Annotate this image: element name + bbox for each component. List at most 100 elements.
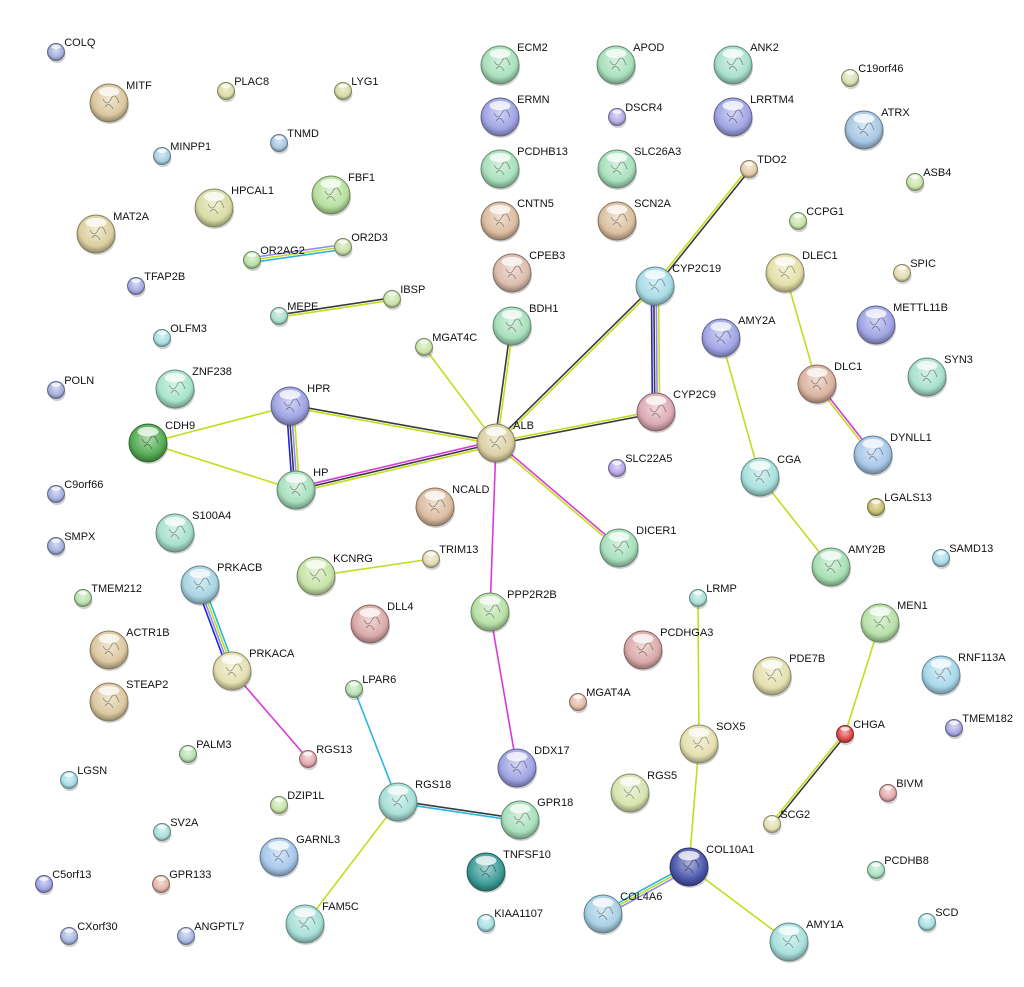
node-TNFSF10[interactable]: TNFSF10 bbox=[466, 849, 551, 894]
node-LYG1[interactable]: LYG1 bbox=[334, 76, 379, 103]
node-LGALS13[interactable]: LGALS13 bbox=[867, 492, 932, 519]
node-C19orf46[interactable]: C19orf46 bbox=[841, 63, 904, 90]
edge-CYP2C19-CYP2C9[interactable] bbox=[650, 285, 661, 413]
node-MGAT4C[interactable]: MGAT4C bbox=[415, 332, 478, 359]
node-TMEM182[interactable]: TMEM182 bbox=[945, 713, 1013, 740]
node-RGS13[interactable]: RGS13 bbox=[299, 744, 353, 771]
node-COLQ[interactable]: COLQ bbox=[47, 37, 96, 64]
edge-CDH9-HPR[interactable] bbox=[147, 405, 291, 444]
node-SCD[interactable]: SCD bbox=[918, 907, 959, 934]
edge-CHGA-SCG2[interactable] bbox=[770, 732, 847, 826]
node-DDX17[interactable]: DDX17 bbox=[497, 745, 570, 790]
node-LRRTM4[interactable]: LRRTM4 bbox=[713, 94, 794, 139]
edge-LPAR6-RGS18[interactable] bbox=[353, 688, 399, 803]
node-SMPX[interactable]: SMPX bbox=[47, 531, 97, 558]
node-PPP2R2B[interactable]: PPP2R2B bbox=[470, 589, 557, 634]
node-ACTR1B[interactable]: ACTR1B bbox=[89, 627, 170, 672]
node-MINPP1[interactable]: MINPP1 bbox=[153, 141, 212, 168]
node-CPEB3[interactable]: CPEB3 bbox=[492, 250, 565, 295]
node-CGA[interactable]: CGA bbox=[740, 454, 802, 499]
node-AMY1A[interactable]: AMY1A bbox=[769, 919, 844, 964]
node-STEAP2[interactable]: STEAP2 bbox=[89, 679, 168, 724]
node-CDH9[interactable]: CDH9 bbox=[128, 420, 195, 465]
node-SCG2[interactable]: SCG2 bbox=[763, 809, 811, 836]
node-BIVM[interactable]: BIVM bbox=[879, 778, 924, 805]
node-DZIP1L[interactable]: DZIP1L bbox=[270, 790, 325, 817]
node-SV2A[interactable]: SV2A bbox=[153, 817, 200, 844]
node-LGSN[interactable]: LGSN bbox=[60, 765, 108, 792]
node-HPCAL1[interactable]: HPCAL1 bbox=[194, 185, 274, 230]
edge-LRMP-SOX5[interactable] bbox=[697, 597, 700, 745]
node-DYNLL1[interactable]: DYNLL1 bbox=[853, 432, 932, 477]
edge-OR2AG2-OR2D3[interactable] bbox=[251, 243, 344, 264]
node-DLC1[interactable]: DLC1 bbox=[797, 361, 862, 406]
node-GARNL3[interactable]: GARNL3 bbox=[259, 834, 340, 879]
node-NCALD[interactable]: NCALD bbox=[415, 484, 489, 529]
node-SLC22A5[interactable]: SLC22A5 bbox=[608, 453, 673, 480]
node-RNF113A[interactable]: RNF113A bbox=[921, 652, 1006, 697]
node-RGS18[interactable]: RGS18 bbox=[378, 779, 451, 824]
edge-BDH1-ALB[interactable] bbox=[494, 325, 514, 444]
edge-ALB-DICER1[interactable] bbox=[494, 441, 621, 550]
node-LPAR6[interactable]: LPAR6 bbox=[345, 674, 397, 701]
node-PRKACB[interactable]: PRKACB bbox=[180, 562, 262, 607]
node-S100A4[interactable]: S100A4 bbox=[155, 510, 231, 555]
edge-COL10A1-AMY1A[interactable] bbox=[688, 866, 790, 943]
node-POLN[interactable]: POLN bbox=[47, 375, 95, 402]
node-COL4A6[interactable]: COL4A6 bbox=[583, 891, 662, 936]
node-ALB[interactable]: ALB bbox=[476, 420, 534, 465]
node-DLEC1[interactable]: DLEC1 bbox=[765, 250, 838, 295]
node-SOX5[interactable]: SOX5 bbox=[679, 721, 746, 766]
node-FAM5C[interactable]: FAM5C bbox=[285, 901, 359, 946]
node-SLC26A3[interactable]: SLC26A3 bbox=[597, 146, 681, 191]
node-CYP2C9[interactable]: CYP2C9 bbox=[636, 389, 716, 434]
node-KIAA1107[interactable]: KIAA1107 bbox=[477, 908, 543, 935]
node-CCPG1[interactable]: CCPG1 bbox=[789, 206, 845, 233]
node-ECM2[interactable]: ECM2 bbox=[480, 42, 548, 87]
node-FBF1[interactable]: FBF1 bbox=[311, 172, 375, 217]
node-IBSP[interactable]: IBSP bbox=[383, 284, 426, 311]
node-C5orf13[interactable]: C5orf13 bbox=[35, 869, 92, 896]
node-C9orf66[interactable]: C9orf66 bbox=[47, 479, 104, 506]
node-COL10A1[interactable]: COL10A1 bbox=[669, 844, 754, 889]
node-DSCR4[interactable]: DSCR4 bbox=[608, 102, 663, 129]
node-ERMN[interactable]: ERMN bbox=[480, 94, 550, 139]
edge-RGS18-GPR18[interactable] bbox=[397, 800, 521, 822]
node-HP[interactable]: HP bbox=[276, 467, 328, 512]
node-MGAT4A[interactable]: MGAT4A bbox=[569, 687, 632, 714]
node-MEPE[interactable]: MEPE bbox=[270, 301, 319, 328]
node-ZNF238[interactable]: ZNF238 bbox=[155, 366, 232, 411]
node-MITF[interactable]: MITF bbox=[89, 80, 152, 125]
edge-HP-ALB[interactable] bbox=[295, 439, 497, 494]
node-TNMD[interactable]: TNMD bbox=[270, 128, 320, 155]
node-CHGA[interactable]: CHGA bbox=[836, 719, 886, 746]
node-SPIC[interactable]: SPIC bbox=[893, 258, 936, 285]
node-PCDHGA3[interactable]: PCDHGA3 bbox=[623, 627, 713, 672]
node-APOD[interactable]: APOD bbox=[596, 42, 664, 87]
edge-CDH9-HP[interactable] bbox=[147, 442, 297, 491]
node-PCDHB13[interactable]: PCDHB13 bbox=[480, 146, 568, 191]
node-CYP2C19[interactable]: CYP2C19 bbox=[635, 263, 721, 308]
node-DLL4[interactable]: DLL4 bbox=[350, 601, 413, 646]
edge-CYP2C19-ALB[interactable] bbox=[494, 284, 657, 445]
node-OLFM3[interactable]: OLFM3 bbox=[153, 323, 207, 350]
node-GPR133[interactable]: GPR133 bbox=[152, 869, 212, 896]
node-AMY2B[interactable]: AMY2B bbox=[811, 544, 885, 589]
node-MEN1[interactable]: MEN1 bbox=[860, 600, 928, 645]
node-ANGPTL7[interactable]: ANGPTL7 bbox=[177, 921, 245, 948]
node-HPR[interactable]: HPR bbox=[270, 383, 330, 428]
edge-CYP2C9-ALB[interactable] bbox=[495, 410, 657, 445]
edge-SOX5-COL10A1[interactable] bbox=[688, 743, 700, 868]
node-SYN3[interactable]: SYN3 bbox=[907, 354, 973, 399]
node-MAT2A[interactable]: MAT2A bbox=[76, 211, 150, 256]
node-METTL11B[interactable]: METTL11B bbox=[856, 302, 948, 347]
node-OR2AG2[interactable]: OR2AG2 bbox=[243, 245, 305, 272]
node-CNTN5[interactable]: CNTN5 bbox=[480, 198, 554, 243]
edge-MGAT4C-ALB[interactable] bbox=[423, 346, 497, 444]
node-TDO2[interactable]: TDO2 bbox=[740, 154, 787, 181]
node-DICER1[interactable]: DICER1 bbox=[599, 525, 676, 570]
node-KCNRG[interactable]: KCNRG bbox=[296, 553, 373, 598]
edge-AMY2A-CGA[interactable] bbox=[720, 337, 761, 478]
node-PDE7B[interactable]: PDE7B bbox=[752, 653, 825, 698]
node-OR2D3[interactable]: OR2D3 bbox=[334, 232, 388, 259]
